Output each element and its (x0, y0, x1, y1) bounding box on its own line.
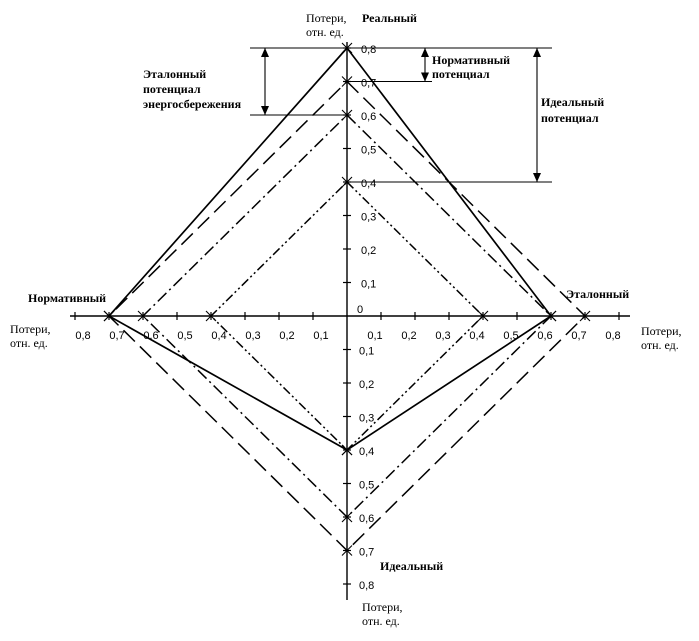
tick-label-right-8: 0,8 (605, 330, 620, 342)
unit-label-right-line-2: отн. ед. (641, 338, 679, 352)
tick-label-right-4: 0,4 (469, 330, 484, 342)
axis-title-left: Нормативный (28, 291, 106, 305)
unit-label-right-line-1: Потери, (641, 324, 682, 338)
annotation-reference-potential-line-2: потенциал (143, 82, 201, 96)
tick-label-bottom-5: 0,5 (359, 480, 374, 492)
vertex-marker-4-1b (341, 176, 353, 188)
arrow-reference-potential-head-bottom (261, 106, 269, 115)
tick-label-left-4: 0,4 (211, 330, 226, 342)
tick-label-right-7: 0,7 (571, 330, 586, 342)
tick-label-right-1: 0,1 (367, 330, 382, 342)
annotation-reference-potential-line-1: Эталонный (143, 67, 206, 81)
tick-label-left-3: 0,3 (245, 330, 260, 342)
tick-label-top-5: 0,5 (361, 145, 376, 157)
arrow-ideal-potential-head-top (533, 48, 541, 57)
axis-title-right: Эталонный (566, 287, 629, 301)
tick-label-bottom-3: 0,3 (359, 413, 374, 425)
vertex-marker-2-3b (341, 545, 353, 556)
tick-label-bottom-6: 0,6 (359, 513, 374, 525)
tick-label-left-1: 0,1 (313, 330, 328, 342)
vertex-marker-3-3b (341, 511, 353, 523)
tick-label-top-7: 0,7 (361, 78, 376, 90)
tick-label-top-6: 0,6 (361, 111, 376, 123)
vertex-marker-3-1b (341, 109, 353, 121)
arrow-ideal-potential-head-bottom (533, 173, 541, 182)
vertex-marker-4-4b (205, 310, 217, 322)
tick-label-right-2: 0,2 (401, 330, 416, 342)
tick-label-bottom-4: 0,4 (359, 446, 374, 458)
vertex-marker-4-3b (341, 444, 353, 456)
arrow-normative-potential-head-bottom (421, 72, 429, 82)
arrow-normative-potential-head-top (421, 48, 429, 57)
unit-label-left-line-1: Потери, (10, 322, 51, 336)
unit-label-left-line-2: отн. ед. (10, 336, 48, 350)
annotation-reference-potential-line-3: энергосбережения (143, 97, 242, 111)
tick-label-top-1: 0,1 (361, 279, 376, 291)
tick-label-left-7: 0,7 (109, 330, 124, 342)
annotation-normative-potential-line-1: Нормативный (432, 53, 510, 67)
origin-label: 0 (357, 304, 363, 316)
tick-label-right-6: 0,6 (537, 330, 552, 342)
tick-label-right-3: 0,3 (435, 330, 450, 342)
annotation-normative-potential-line-2: потенциал (432, 67, 490, 81)
vertex-marker-1-1b (341, 42, 353, 54)
tick-label-right-5: 0,5 (503, 330, 518, 342)
tick-label-top-4: 0,4 (361, 178, 376, 190)
annotation-ideal-potential-line-2: потенциал (541, 111, 599, 125)
tick-label-top-8: 0,8 (361, 44, 376, 56)
axis-title-bottom: Идеальный (380, 559, 443, 573)
tick-label-left-5: 0,5 (177, 330, 192, 342)
vertex-marker-4-2b (477, 310, 489, 322)
tick-label-top-2: 0,2 (361, 245, 376, 257)
tick-label-bottom-8: 0,8 (359, 580, 374, 592)
vertex-marker-2-2b (579, 310, 591, 322)
tick-label-bottom-2: 0,2 (359, 379, 374, 391)
tick-label-bottom-1: 0,1 (359, 346, 374, 358)
vertex-marker-3-2b (545, 310, 557, 322)
vertex-marker-2-4b (103, 310, 115, 322)
axis-title-top: Реальный (362, 11, 417, 25)
tick-label-top-3: 0,3 (361, 212, 376, 224)
unit-label-top-line-1: Потери, (306, 11, 347, 25)
tick-label-left-2: 0,2 (279, 330, 294, 342)
vertex-marker-2-1b (341, 76, 353, 87)
annotation-ideal-potential-line-1: Идеальный (541, 95, 604, 109)
unit-label-top-line-2: отн. ед. (306, 25, 344, 39)
tick-label-bottom-7: 0,7 (359, 547, 374, 559)
unit-label-bottom-line-1: Потери, (362, 600, 403, 614)
unit-label-bottom-line-2: отн. ед. (362, 614, 400, 628)
arrow-reference-potential-head-top (261, 48, 269, 57)
tick-label-left-6: 0,6 (143, 330, 158, 342)
tick-label-left-8: 0,8 (75, 330, 90, 342)
vertex-marker-3-4b (137, 310, 149, 322)
